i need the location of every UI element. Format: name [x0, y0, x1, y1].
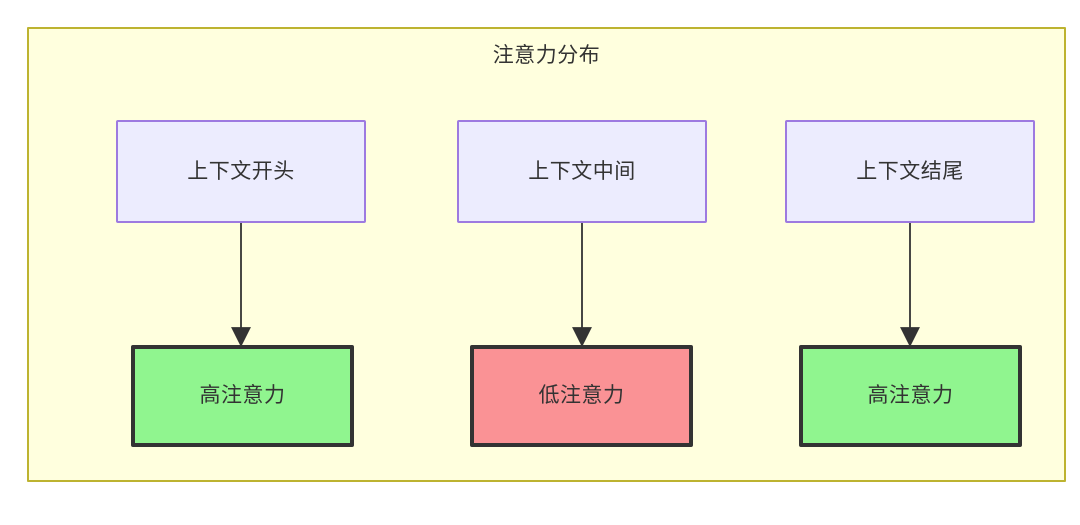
node-label: 高注意力 — [199, 384, 286, 407]
node-context-end[interactable]: 上下文结尾 — [785, 120, 1035, 223]
edge-context-start-to-high-attention — [231, 223, 251, 348]
edge-layer — [231, 223, 920, 348]
node-label: 上下文中间 — [528, 159, 636, 183]
edge-context-middle-to-low-attention — [572, 223, 592, 348]
node-high-attention-start[interactable]: 高注意力 — [131, 345, 354, 447]
node-low-attention-middle[interactable]: 低注意力 — [470, 345, 693, 447]
node-label: 高注意力 — [867, 384, 954, 407]
node-label: 低注意力 — [538, 384, 625, 407]
edge-context-end-to-high-attention — [900, 223, 920, 348]
node-context-start[interactable]: 上下文开头 — [116, 120, 366, 223]
node-label: 上下文结尾 — [856, 159, 964, 183]
arrow-down-icon — [231, 327, 251, 348]
arrow-down-icon — [572, 327, 592, 348]
node-high-attention-end[interactable]: 高注意力 — [799, 345, 1022, 447]
arrow-down-icon — [900, 327, 920, 348]
node-context-middle[interactable]: 上下文中间 — [457, 120, 707, 223]
subgraph-title: 注意力分布 — [492, 44, 601, 67]
node-label: 上下文开头 — [187, 159, 295, 183]
attention-distribution-subgraph: 注意力分布 — [27, 27, 1066, 482]
diagram-canvas: 注意力分布 — [27, 27, 1066, 482]
